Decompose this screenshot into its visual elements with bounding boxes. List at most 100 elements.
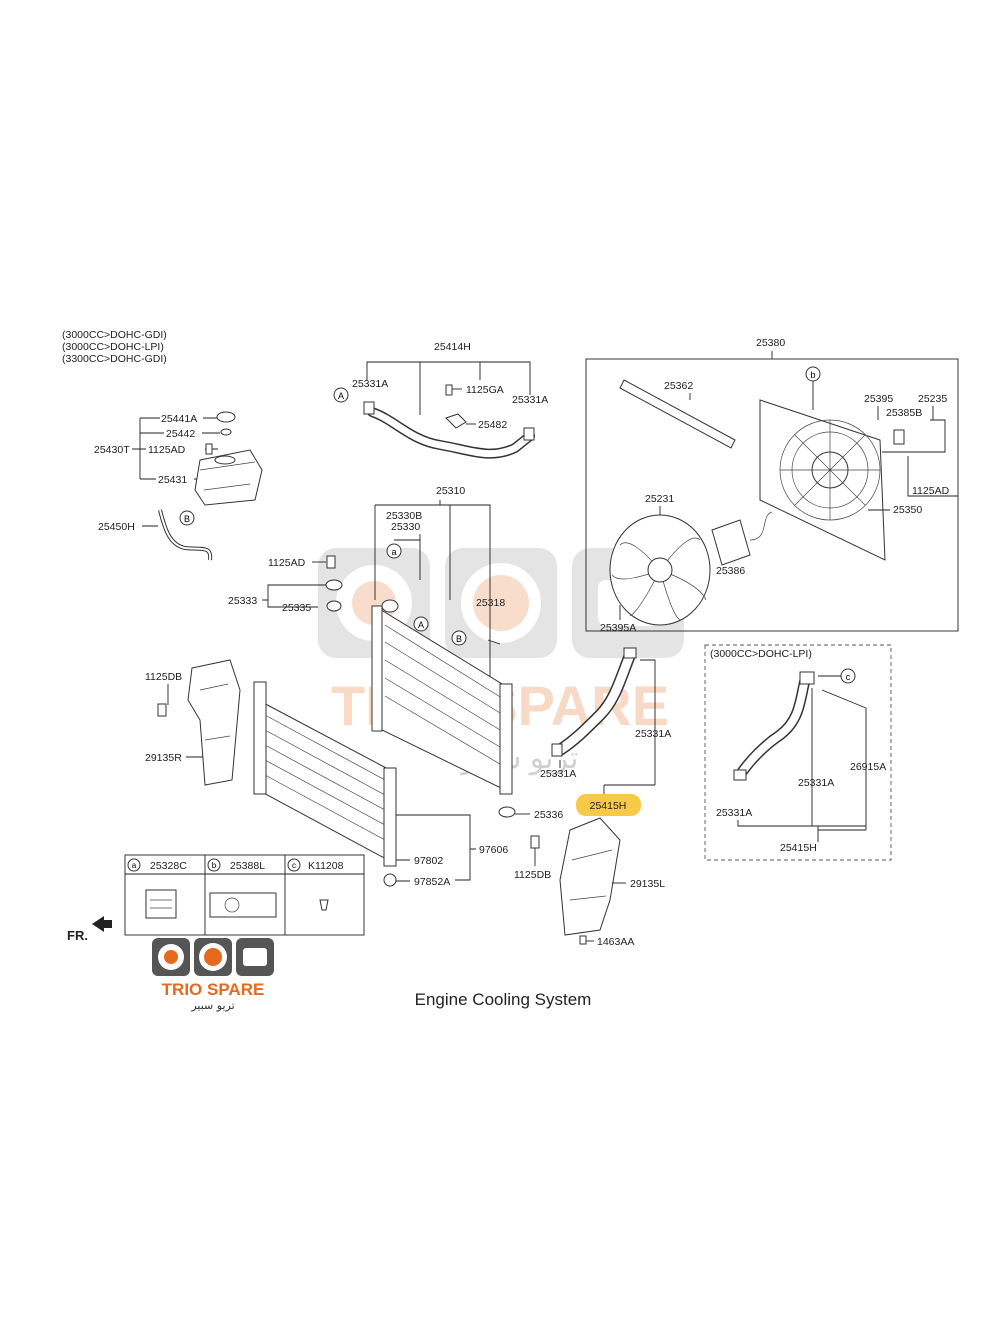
warning-label-icon <box>145 889 177 919</box>
label-25482: 25482 <box>478 419 507 431</box>
legend-key-c: c <box>292 861 296 870</box>
fan-assembly-frame <box>585 358 959 632</box>
label-25380: 25380 <box>756 337 785 349</box>
label-25330: 25330 <box>391 521 420 533</box>
label-1125DB-right: 1125DB <box>514 869 551 881</box>
engine-note-1: (3000CC>DOHC-GDI) <box>62 329 167 341</box>
label-29135L: 29135L <box>630 878 665 890</box>
label-29135R: 29135R <box>145 752 182 764</box>
hose-clamp-left <box>363 401 375 415</box>
callout-a-radiator <box>386 543 402 559</box>
label-25395: 25395 <box>864 393 893 405</box>
front-arrow-icon <box>92 916 112 932</box>
legend-key-b: b <box>212 861 217 870</box>
label-1125AD-radiator: 1125AD <box>268 557 306 569</box>
label-97606: 97606 <box>479 844 508 856</box>
engine-note-2: (3000CC>DOHC-LPI) <box>62 341 164 353</box>
legend-part-c: K11208 <box>308 860 344 872</box>
front-direction-indicator: FR. <box>67 916 112 943</box>
callout-A-radiator <box>413 616 429 632</box>
condenser-group: 97606 97802 97852A <box>253 681 508 888</box>
callout-A-radiator-letter: A <box>418 620 424 630</box>
label-25395A: 25395A <box>600 622 636 634</box>
callout-c-inset-letter: c <box>846 672 851 682</box>
label-97852A: 97852A <box>414 876 450 888</box>
shroud-spokes <box>780 420 880 520</box>
label-25331A-lower-right: 25331A <box>635 728 671 740</box>
callout-B-reservoir-letter: B <box>184 514 190 524</box>
air-guard-29135L <box>559 817 621 936</box>
lpi-inset: (3000CC>DOHC-LPI) c 26915A 25331A 25331A… <box>704 644 892 861</box>
legend-table: a 25328C b 25388L c K11208 <box>124 854 365 936</box>
label-25430T: 25430T <box>94 444 130 456</box>
reservoir-group: 25441A 25442 25430T 1125AD 25431 25450H … <box>94 411 263 561</box>
callout-B-radiator-letter: B <box>456 634 462 644</box>
label-25362: 25362 <box>664 380 693 392</box>
label-25414H: 25414H <box>434 341 471 353</box>
legend-part-a: 25328C <box>150 860 187 872</box>
label-25331A-inset-left: 25331A <box>716 807 752 819</box>
label-1125AD-reservoir: 1125AD <box>148 444 186 456</box>
label-25310: 25310 <box>436 485 465 497</box>
callout-B-reservoir <box>179 510 195 526</box>
callout-A-upper-letter: A <box>338 391 344 401</box>
callout-a-radiator-letter: a <box>391 547 396 557</box>
radiator-group: 25310 25330B 25330 a 1125AD 25333 25335 … <box>228 485 563 821</box>
label-25385B: 25385B <box>886 407 922 419</box>
label-1125AD-fan: 1125AD <box>912 485 950 497</box>
label-25335: 25335 <box>282 602 311 614</box>
label-25441A: 25441A <box>161 413 197 425</box>
diagram-caption: Engine Cooling System <box>414 990 592 1009</box>
air-guard-right-group: 1125DB 29135R <box>145 659 241 786</box>
logo-arabic: تريو سبير <box>191 999 235 1012</box>
caution-label-icon <box>209 892 277 918</box>
air-guard-left-group: 1125DB 29135L 1463AA <box>514 817 665 948</box>
legend-key-a: a <box>132 861 137 870</box>
engine-note-3: (3300CC>DOHC-GDI) <box>62 353 167 365</box>
logo-brand: TRIO SPARE <box>161 980 265 999</box>
label-25442: 25442 <box>166 428 195 440</box>
label-25450H: 25450H <box>98 521 135 533</box>
seal-strip <box>619 379 736 449</box>
bracket-25482 <box>445 413 467 429</box>
label-25331A-upper-right: 25331A <box>512 394 548 406</box>
label-25235: 25235 <box>918 393 947 405</box>
label-1125DB-left: 1125DB <box>145 671 182 683</box>
callout-A-upper <box>333 387 349 403</box>
reservoir-cap <box>216 411 236 423</box>
label-25386: 25386 <box>716 565 745 577</box>
lower-hose-group: 25331A 25331A 25415H <box>540 647 671 816</box>
callout-B-radiator <box>451 630 467 646</box>
label-97802: 97802 <box>414 855 443 867</box>
front-label: FR. <box>67 928 88 943</box>
label-25231: 25231 <box>645 493 674 505</box>
fan-shroud-group: 25380 25362 b 25395 25235 25385B 1125AD … <box>585 337 959 634</box>
label-25415H: 25415H <box>590 800 627 812</box>
label-25318: 25318 <box>476 597 505 609</box>
legend-part-b: 25388L <box>230 860 265 872</box>
label-1463AA: 1463AA <box>597 936 634 948</box>
label-25331A-upper-left: 25331A <box>352 378 388 390</box>
inset-title: (3000CC>DOHC-LPI) <box>710 648 812 660</box>
fan-motor <box>711 519 751 566</box>
inset-frame <box>704 644 892 861</box>
legend-frame <box>124 854 365 936</box>
label-1125GA: 1125GA <box>466 384 504 396</box>
hose-clamp-right <box>523 427 535 441</box>
label-25431: 25431 <box>158 474 187 486</box>
highlighted-part-25415H[interactable] <box>576 794 641 816</box>
label-26915A: 26915A <box>850 761 886 773</box>
label-25331A-lower-left: 25331A <box>540 768 576 780</box>
label-25415H-inset: 25415H <box>780 842 817 854</box>
brand-logo <box>152 938 274 976</box>
label-25333: 25333 <box>228 595 257 607</box>
label-25331A-inset-right: 25331A <box>798 777 834 789</box>
label-25350: 25350 <box>893 504 922 516</box>
reservoir-gasket <box>220 428 232 436</box>
label-25336: 25336 <box>534 809 563 821</box>
callout-b-fan-letter: b <box>810 370 815 380</box>
clip-icon <box>319 899 329 911</box>
label-25330B: 25330B <box>386 510 422 522</box>
